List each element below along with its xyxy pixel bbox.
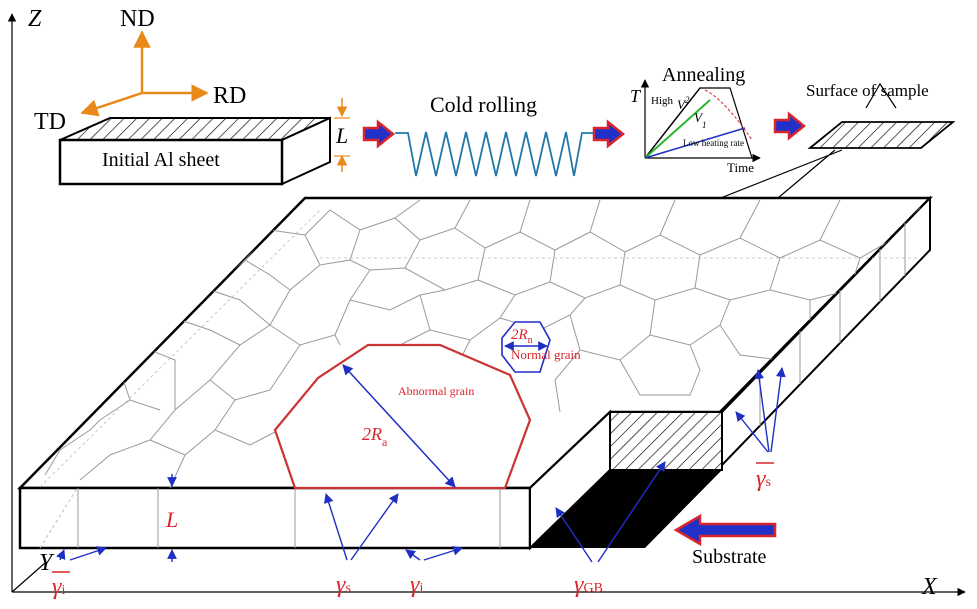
surface-of-sample: Surface of sample — [499, 81, 956, 433]
sample-block — [17, 195, 933, 551]
z-axis-label: Z — [28, 6, 42, 32]
abnormal-grain-label: Abnormal grain — [398, 384, 474, 398]
sheet-thickness-label: L — [335, 123, 348, 148]
rd-label: RD — [213, 83, 246, 109]
film-thickness: L — [165, 474, 178, 562]
v2-label: V — [677, 97, 687, 112]
v2-sub: 2 — [685, 95, 690, 105]
cold-rolling-label: Cold rolling — [430, 92, 537, 117]
gamma-gb-label: γ — [574, 572, 584, 598]
time-axis-label: Time — [727, 160, 754, 175]
arrow-2 — [592, 119, 626, 149]
annealing-chart: Annealing T Time High Low heating rate V… — [630, 64, 761, 175]
substrate-hatched — [609, 411, 723, 471]
arrow-1 — [362, 119, 396, 149]
gamma-gb-sub: GB — [583, 581, 602, 596]
td-label: TD — [34, 109, 66, 135]
gamma-i-bar-label: γ — [52, 574, 62, 600]
abnormal-radius-sub: a — [382, 435, 388, 449]
svg-text:γs: γs — [756, 466, 771, 492]
abnormal-grain: Abnormal grain 2Ra — [273, 343, 532, 490]
gamma-i-sub: i — [419, 581, 423, 596]
svg-text:V2: V2 — [677, 95, 690, 112]
substrate-arrow — [673, 513, 777, 547]
energy-annotations: γi γs γi γGB γs Substrate — [52, 367, 786, 600]
svg-text:γi: γi — [52, 574, 65, 600]
gamma-i-bar-sub: i — [61, 583, 65, 598]
rolling-spring — [395, 131, 594, 177]
abnormal-radius-label: 2R — [362, 424, 382, 444]
annealing-label: Annealing — [662, 64, 745, 86]
svg-text:γs: γs — [336, 572, 351, 598]
gamma-s-label: γ — [336, 572, 346, 598]
front-grain-lines — [39, 488, 501, 549]
process-arrows — [362, 111, 807, 149]
arrow-3 — [773, 111, 807, 141]
gamma-s-bar-sub: s — [765, 475, 770, 490]
surface-label: Surface of sample — [806, 81, 929, 100]
normal-radius-sub: n — [528, 335, 533, 346]
v1-sub: 1 — [702, 120, 707, 130]
svg-text:2Rn: 2Rn — [511, 327, 533, 346]
x-axis-label: X — [921, 574, 938, 600]
sheet-label: Initial Al sheet — [102, 149, 220, 171]
high-rate-label: High — [651, 95, 674, 107]
nd-label: ND — [120, 6, 155, 32]
svg-text:V1: V1 — [694, 110, 706, 130]
low-rate-label: Low heating rate — [683, 138, 744, 148]
temperature-axis-label: T — [630, 86, 642, 106]
gamma-i-label: γ — [410, 572, 420, 598]
normal-grain-label: Normal grain — [511, 347, 581, 362]
gamma-s-bar-label: γ — [756, 466, 766, 492]
cold-rolling: Cold rolling — [395, 92, 594, 177]
sample-front-face — [18, 486, 532, 550]
initial-sheet: Initial Al sheet L — [58, 98, 350, 186]
svg-text:2Ra: 2Ra — [362, 424, 388, 449]
global-axes: Z X Y — [7, 6, 966, 600]
substrate-dark — [530, 470, 722, 548]
v1-label: V — [694, 110, 704, 125]
y-axis-label: Y — [39, 550, 55, 576]
gamma-s-sub: s — [345, 581, 350, 596]
normal-grain: 2Rn Normal grain — [501, 321, 581, 373]
orientation-triad: ND RD TD — [34, 6, 246, 135]
svg-text:γi: γi — [410, 572, 423, 598]
normal-radius-label: 2R — [511, 327, 528, 343]
film-thickness-label: L — [165, 507, 178, 532]
surface-plate — [807, 121, 956, 149]
substrate-label: Substrate — [692, 546, 767, 568]
svg-text:γGB: γGB — [574, 572, 603, 598]
